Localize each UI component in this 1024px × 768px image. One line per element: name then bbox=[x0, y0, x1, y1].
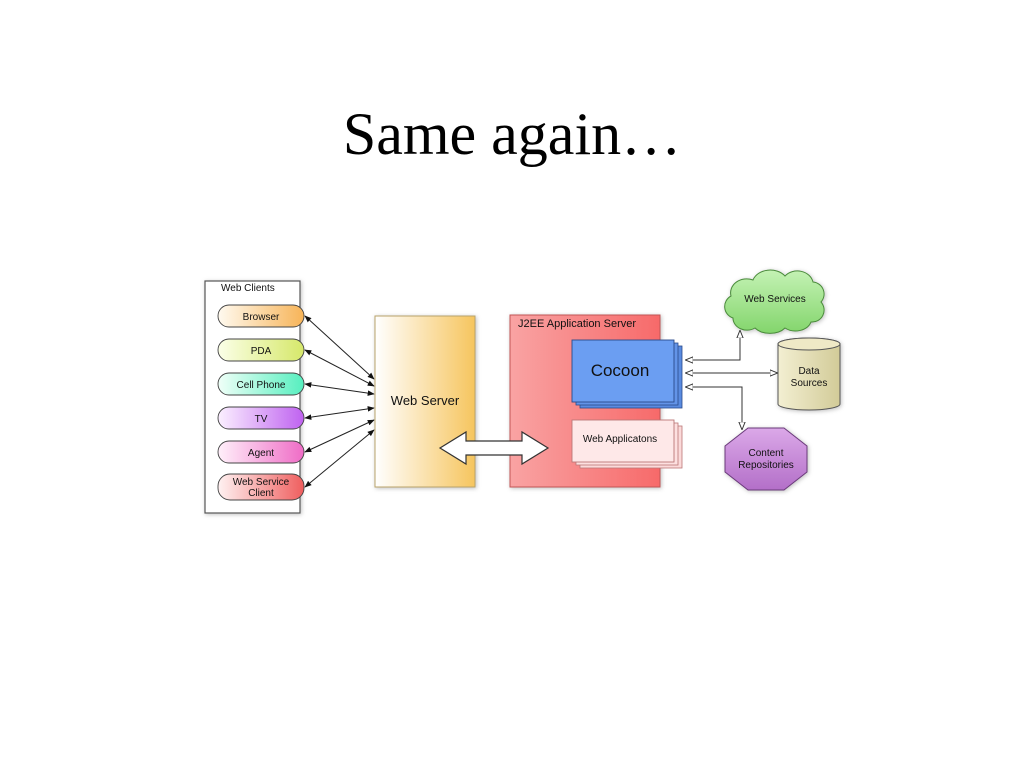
content-repositories: Content Repositories bbox=[724, 427, 808, 491]
arrow-wsclient-webserver bbox=[304, 429, 375, 488]
cocoon-connections bbox=[686, 331, 777, 429]
j2ee-app-server-label: J2EE Application Server bbox=[518, 318, 636, 330]
arrow-cocoon-webservices bbox=[686, 331, 740, 360]
web-apps-label: Web Applicatons bbox=[583, 434, 657, 445]
arrow-pda-webserver bbox=[304, 349, 375, 387]
arrow-cocoon-content bbox=[686, 387, 742, 429]
client-web-service-client: Web Service Client bbox=[217, 473, 305, 501]
cocoon-label: Cocoon bbox=[591, 361, 650, 380]
j2ee-app-server: J2EE Application Server Cocoon Web Appli… bbox=[509, 314, 683, 488]
client-cell-phone: Cell Phone bbox=[217, 372, 305, 396]
arrow-cellphone-webserver bbox=[304, 382, 375, 396]
web-apps-box bbox=[571, 419, 675, 463]
arrow-agent-webserver bbox=[304, 419, 375, 453]
client-cell-phone-pill bbox=[217, 372, 305, 396]
web-server: Web Server bbox=[374, 315, 476, 488]
content-repositories-label-line2: Repositories bbox=[738, 460, 794, 471]
webserver-appserver-double-arrow bbox=[438, 430, 550, 466]
client-tv-pill bbox=[217, 406, 305, 430]
data-sources: Data Sources bbox=[777, 337, 841, 411]
arrow-browser-webserver bbox=[304, 315, 375, 380]
client-agent-label: Agent bbox=[248, 448, 274, 459]
client-web-service-client-label-line1: Web Service bbox=[233, 477, 290, 488]
client-browser-pill bbox=[217, 304, 305, 328]
client-web-service-client-label-line2: Client bbox=[248, 488, 274, 499]
cocoon-box bbox=[571, 339, 675, 403]
client-tv-label: TV bbox=[255, 414, 268, 425]
client-agent-pill bbox=[217, 440, 305, 464]
client-browser-label: Browser bbox=[243, 312, 280, 323]
web-server-label: Web Server bbox=[391, 393, 460, 408]
data-sources-cylinder-top bbox=[777, 337, 841, 351]
cocoon-stack: Cocoon bbox=[571, 339, 683, 409]
slide-title: Same again… bbox=[342, 101, 682, 167]
client-pda: PDA bbox=[217, 338, 305, 362]
client-web-service-client-pill bbox=[217, 473, 305, 501]
web-services-label: Web Services bbox=[744, 294, 806, 305]
client-agent: Agent bbox=[217, 440, 305, 464]
client-tv: TV bbox=[217, 406, 305, 430]
arrow-tv-webserver bbox=[304, 406, 375, 420]
client-browser: Browser bbox=[217, 304, 305, 328]
client-cell-phone-label: Cell Phone bbox=[237, 380, 286, 391]
web-apps-stack: Web Applicatons bbox=[571, 419, 683, 469]
data-sources-label-line2: Sources bbox=[791, 378, 828, 389]
content-repositories-octagon bbox=[724, 427, 808, 491]
client-connections bbox=[304, 315, 375, 488]
client-pda-label: PDA bbox=[251, 346, 272, 357]
data-sources-label-line1: Data bbox=[798, 366, 820, 377]
web-clients-group: Web Clients Browser PDA Cell Phone TV Ag… bbox=[204, 280, 305, 514]
content-repositories-label-line1: Content bbox=[748, 448, 783, 459]
web-services: Web Services bbox=[724, 269, 825, 334]
web-services-cloud bbox=[724, 269, 825, 334]
client-pda-pill bbox=[217, 338, 305, 362]
web-clients-label: Web Clients bbox=[221, 283, 275, 294]
